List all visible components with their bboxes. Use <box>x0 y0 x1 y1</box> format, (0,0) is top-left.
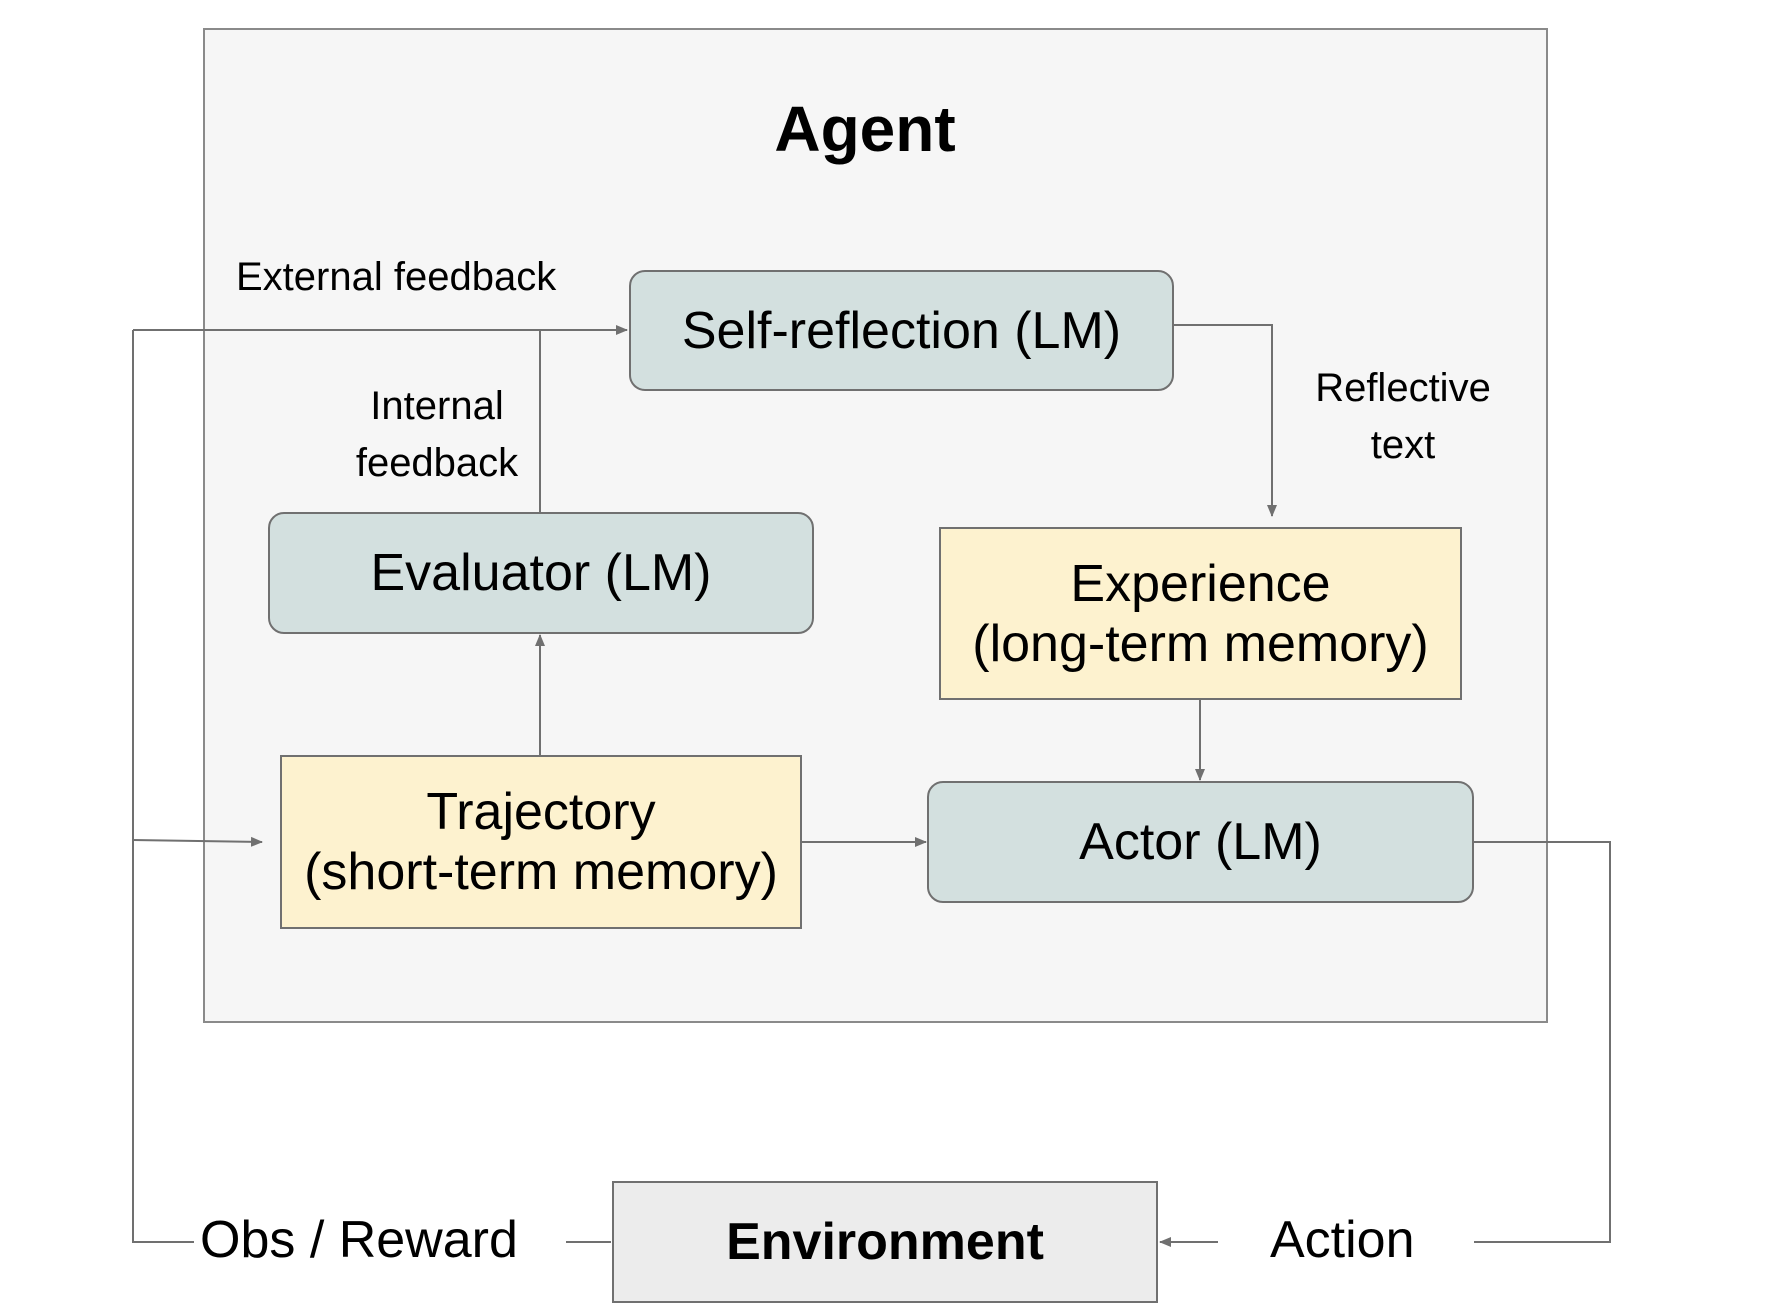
environment-node: Environment <box>612 1181 1158 1303</box>
actor-label: Actor (LM) <box>1079 813 1322 871</box>
trajectory-title: Trajectory <box>426 783 656 841</box>
obs-reward-text: Obs / Reward <box>200 1211 518 1269</box>
reflective-text-arrow <box>1174 324 1277 517</box>
experience-subtitle: (long-term memory) <box>972 614 1429 673</box>
evaluator-node: Evaluator (LM) <box>268 512 814 634</box>
internal-feedback-line2: feedback <box>355 441 519 485</box>
self-reflection-label: Self-reflection (LM) <box>681 301 1122 360</box>
environment-label: Environment <box>726 1213 1044 1271</box>
trajectory-node: Trajectory (short-term memory) <box>280 755 802 929</box>
evaluator-label: Evaluator (LM) <box>370 544 712 602</box>
self-reflection-node: Self-reflection (LM) <box>629 270 1174 391</box>
external-feedback-text: External feedback <box>236 255 557 299</box>
external-feedback-label: External feedback <box>236 249 556 306</box>
reflective-text-label: Reflective text <box>1300 360 1506 474</box>
obs-to-trajectory-arrow <box>132 836 263 847</box>
internal-feedback-label: Internal feedback <box>342 378 532 492</box>
action-rail <box>1474 841 1611 1243</box>
action-text: Action <box>1270 1211 1415 1269</box>
internal-feedback-line1: Internal <box>370 384 504 428</box>
experience-title: Experience <box>1070 554 1331 613</box>
agent-title: Agent <box>774 93 956 165</box>
obs-reward-rail <box>132 330 198 1243</box>
actor-node: Actor (LM) <box>927 781 1474 903</box>
action-label: Action <box>1264 1210 1421 1270</box>
reflective-text-line2: text <box>1370 423 1436 467</box>
experience-node: Experience (long-term memory) <box>939 527 1462 700</box>
trajectory-subtitle: (short-term memory) <box>304 843 778 901</box>
obs-reward-label: Obs / Reward <box>194 1210 524 1270</box>
reflective-text-line1: Reflective <box>1315 366 1491 410</box>
